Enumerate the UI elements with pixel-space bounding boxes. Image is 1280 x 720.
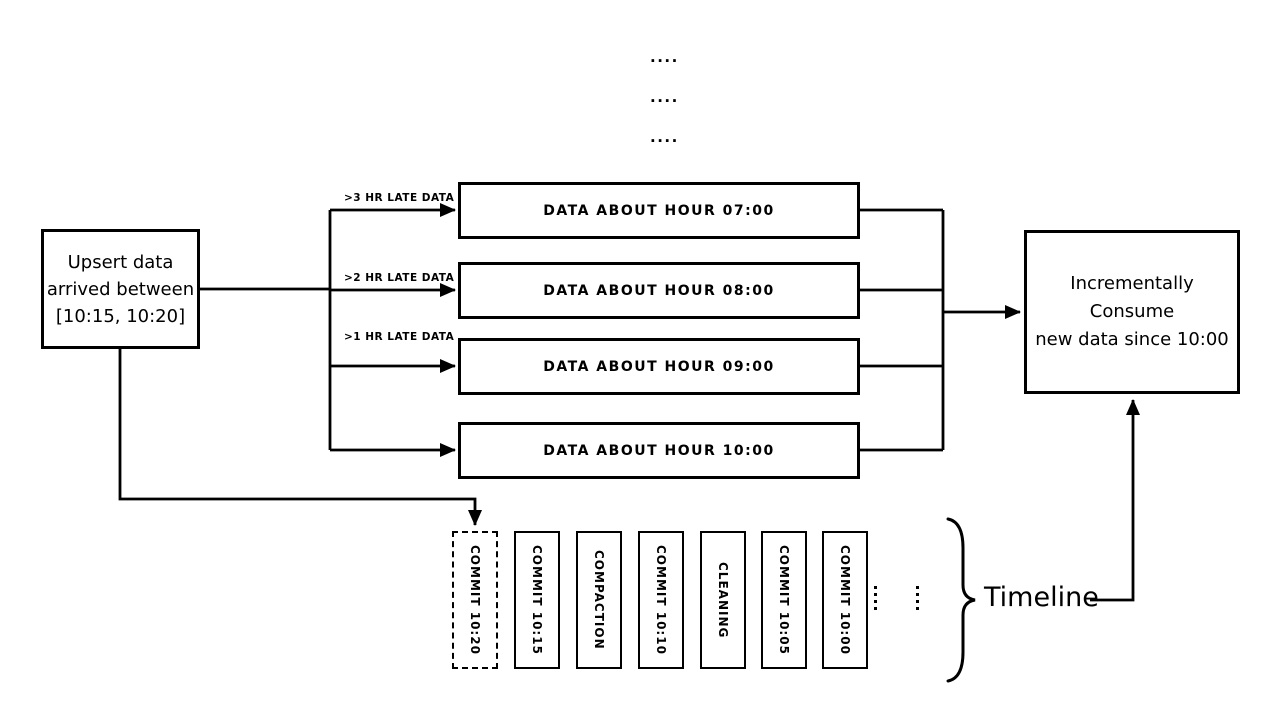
timeline-item-label: CLEANING	[716, 561, 730, 639]
late-data-label-3hr: >3 HR LATE DATA	[344, 192, 455, 204]
horizontal-ellipsis-icon: ....	[650, 88, 679, 106]
vertical-ellipsis-icon	[916, 586, 919, 610]
timeline-item-label: COMMIT 10:20	[468, 545, 482, 655]
hour-box-label: DATA ABOUT HOUR 08:00	[543, 282, 775, 299]
consume-box-line: Incrementally Consume	[1070, 273, 1194, 322]
vertical-ellipsis-icon	[874, 586, 877, 610]
timeline-label: Timeline	[984, 582, 1099, 613]
hour-box-label: DATA ABOUT HOUR 10:00	[543, 442, 775, 459]
upsert-data-box: Upsert data arrived between [10:15, 10:2…	[41, 229, 200, 349]
horizontal-ellipsis-icon: ....	[650, 48, 679, 66]
late-data-label-2hr: >2 HR LATE DATA	[344, 272, 455, 284]
arrow-upsert-to-commit	[118, 349, 482, 526]
upsert-box-line: arrived between	[46, 278, 195, 300]
timeline-item-cleaning: CLEANING	[700, 531, 746, 669]
timeline-item-label: COMMIT 10:00	[838, 545, 852, 655]
hour-box-0900: DATA ABOUT HOUR 09:00	[458, 338, 860, 395]
horizontal-ellipsis-icon: ....	[650, 128, 679, 146]
late-data-label-1hr: >1 HR LATE DATA	[344, 331, 455, 343]
timeline-item-commit-1005: COMMIT 10:05	[761, 531, 807, 669]
timeline-item-commit-1020: COMMIT 10:20	[452, 531, 498, 669]
timeline-item-label: COMMIT 10:10	[654, 545, 668, 655]
hour-box-0800: DATA ABOUT HOUR 08:00	[458, 262, 860, 319]
hour-box-label: DATA ABOUT HOUR 09:00	[543, 358, 775, 375]
upsert-box-line: Upsert data	[67, 251, 174, 273]
timeline-item-commit-1000: COMMIT 10:00	[822, 531, 868, 669]
arrow-timeline-to-consume	[1090, 399, 1140, 602]
hour-box-1000: DATA ABOUT HOUR 10:00	[458, 422, 860, 479]
timeline-item-commit-1010: COMMIT 10:10	[638, 531, 684, 669]
hour-box-label: DATA ABOUT HOUR 07:00	[543, 202, 775, 219]
upsert-box-line: [10:15, 10:20]	[55, 305, 186, 327]
timeline-item-label: COMPACTION	[592, 550, 606, 650]
incremental-consume-box: Incrementally Consume new data since 10:…	[1024, 230, 1240, 394]
timeline-item-label: COMMIT 10:05	[777, 545, 791, 655]
timeline-item-label: COMMIT 10:15	[530, 545, 544, 655]
timeline-brace	[946, 517, 976, 683]
timeline-item-commit-1015: COMMIT 10:15	[514, 531, 560, 669]
consume-box-line: new data since 10:00	[1035, 329, 1229, 350]
hour-box-0700: DATA ABOUT HOUR 07:00	[458, 182, 860, 239]
timeline-item-compaction: COMPACTION	[576, 531, 622, 669]
